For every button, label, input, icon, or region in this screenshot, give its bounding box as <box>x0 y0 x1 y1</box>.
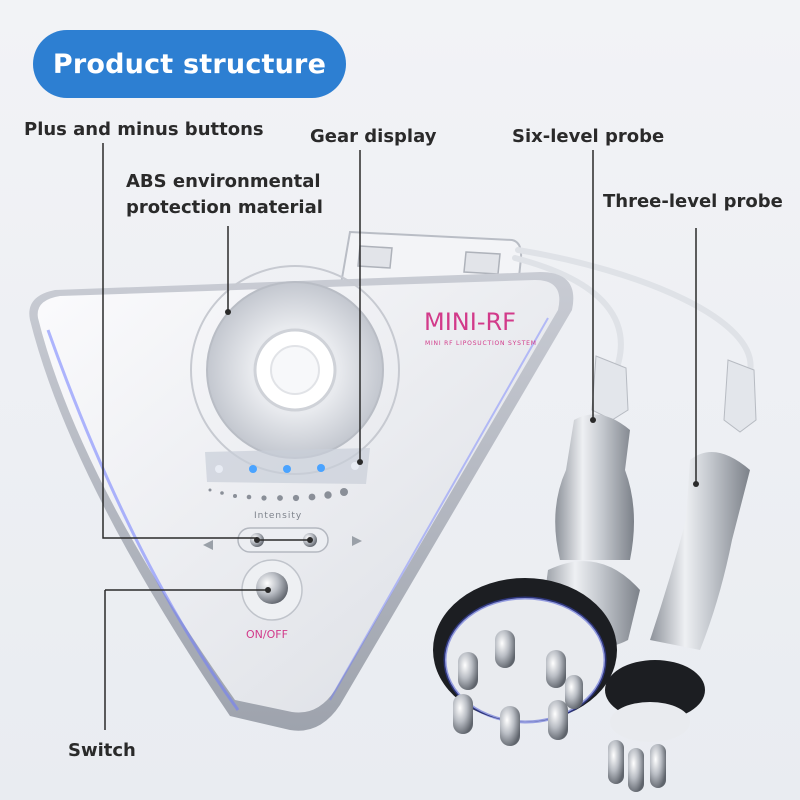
brand-subtitle: MINI RF LIPOSUCTION SYSTEM <box>425 340 537 347</box>
intensity-label: Intensity <box>254 511 302 521</box>
label-switch: Switch <box>68 740 136 761</box>
callout-lines <box>102 143 697 730</box>
brand-logo: MINI-RF <box>424 308 516 336</box>
label-gear-display: Gear display <box>310 126 437 147</box>
label-six-level-probe: Six-level probe <box>512 126 665 147</box>
label-abs-line1: ABS environmental <box>126 171 321 192</box>
label-plus-minus-buttons: Plus and minus buttons <box>24 119 264 140</box>
label-abs-line2: protection material <box>126 197 323 218</box>
title-pill: Product structure <box>33 30 346 98</box>
onoff-label: ON/OFF <box>246 628 288 641</box>
page-title: Product structure <box>52 48 327 80</box>
callout-dots <box>225 309 699 593</box>
probe-cables <box>512 247 754 383</box>
power-switch[interactable] <box>241 559 303 621</box>
arrow-right-icon <box>352 536 362 546</box>
three-level-probe <box>605 359 757 792</box>
arrow-left-icon <box>203 540 213 550</box>
gear-display <box>205 448 370 484</box>
control-dial[interactable] <box>190 265 400 475</box>
label-three-level-probe: Three-level probe <box>603 191 783 212</box>
six-level-probe <box>433 355 640 746</box>
intensity-scale <box>208 488 348 502</box>
